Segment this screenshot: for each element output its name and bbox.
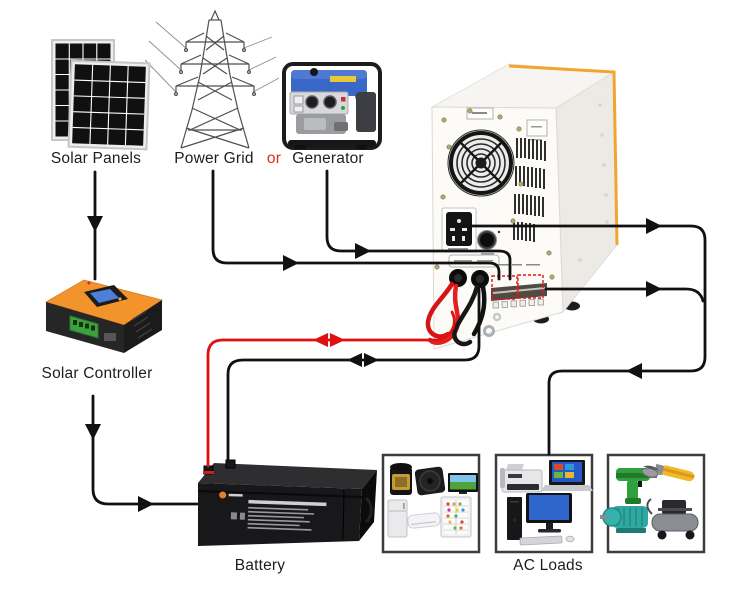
- fan-grille: [447, 129, 515, 197]
- battery-label: [219, 491, 327, 531]
- inverter-orange-trim: [508, 64, 619, 246]
- fax-machine: [500, 464, 543, 493]
- wire-generator-to-inverter: [325, 169, 512, 281]
- wire-controller-to-battery: [91, 394, 199, 506]
- inverter-small-panel: [526, 119, 548, 137]
- pressure-cooker: [390, 463, 412, 495]
- generator-label: Generator: [292, 150, 364, 167]
- electric-drill: [616, 468, 663, 504]
- ac-loads-label: AC Loads: [513, 557, 583, 574]
- power-lines: [144, 21, 280, 93]
- refrigerator: [387, 499, 408, 538]
- solar-controller-label: Solar Controller: [41, 365, 153, 382]
- controller-logo: [87, 281, 91, 285]
- inverter-breaker-button: [477, 230, 497, 255]
- battery: [197, 459, 377, 546]
- controller-vents: [131, 310, 153, 339]
- battery-label: Battery: [234, 557, 286, 574]
- inverter-cables: [425, 281, 502, 347]
- or-label: or: [266, 150, 282, 167]
- air-compressor: [646, 498, 699, 540]
- power-grid-label: Power Grid: [174, 150, 254, 167]
- television: [448, 473, 478, 494]
- ac-input-terminal-highlight: [491, 275, 518, 300]
- controller-terminals: [69, 315, 99, 339]
- solar-controller: [44, 279, 163, 353]
- connections: [85, 169, 707, 512]
- inverter-terminal-strip: [491, 264, 547, 309]
- electric-motor: [600, 506, 648, 533]
- wire-grid-to-inverter: [211, 169, 501, 281]
- ac-loads: [381, 453, 706, 554]
- generator-dial: [323, 95, 337, 109]
- solar-panels-label: Solar Panels: [50, 150, 142, 167]
- fan: [414, 466, 446, 496]
- inverter-ac-socket: [441, 207, 477, 253]
- solar-panels: [51, 39, 151, 151]
- inverter: [425, 63, 619, 350]
- air-conditioner: [407, 512, 441, 529]
- angle-grinder: [641, 463, 695, 482]
- solar-panel-front: [67, 59, 151, 151]
- desktop-computer: [507, 493, 575, 546]
- ac-output-terminal-highlight: [517, 274, 544, 299]
- wire-battery-positive: [206, 310, 456, 468]
- generator: [282, 62, 382, 150]
- vent-slots: [513, 138, 546, 242]
- inverter-side-face: [555, 71, 618, 314]
- double-door-fridge: [440, 496, 472, 538]
- laptop: [541, 460, 593, 491]
- generator-dial: [305, 95, 319, 109]
- controller-lcd: [84, 285, 128, 307]
- battery-handle: [364, 496, 373, 524]
- power-grid-tower: [144, 9, 280, 149]
- wire-acout-to-loads: [544, 287, 705, 303]
- wire-socket-to-loads: [460, 224, 707, 456]
